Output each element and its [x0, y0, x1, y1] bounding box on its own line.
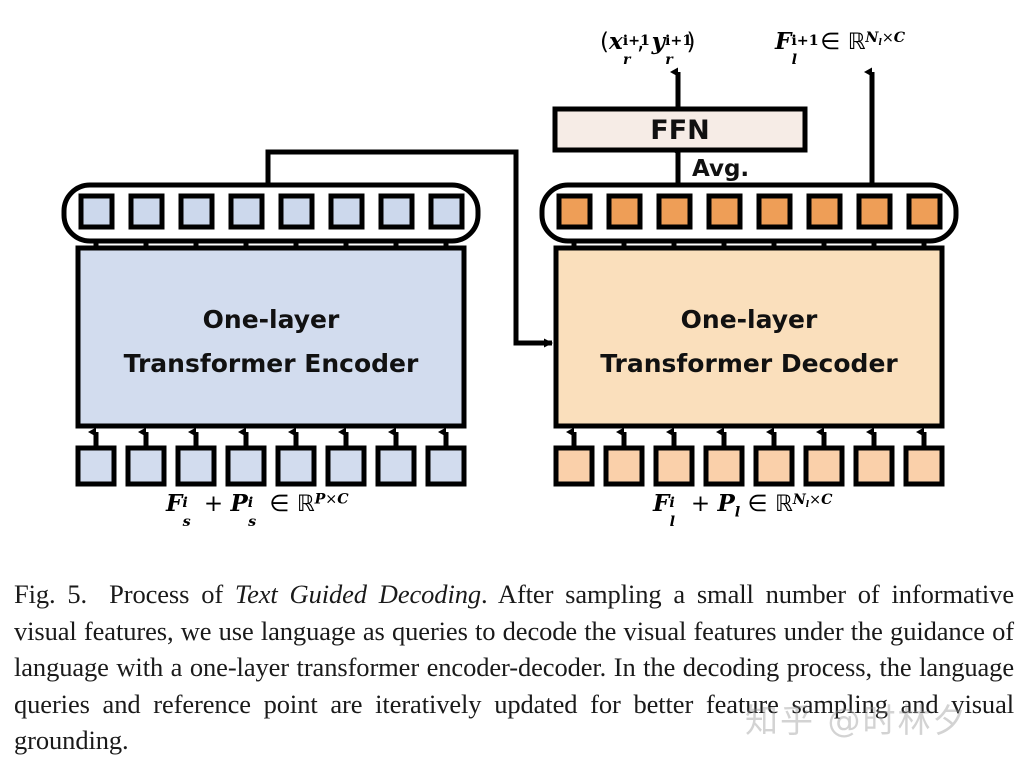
caption-figure-number: Fig. 5. [14, 579, 88, 609]
encoder-input-arrows [88, 427, 449, 448]
caption-emphasis: Text Guided Decoding [234, 579, 482, 609]
architecture-diagram: One-layer Transformer Encoder [61, 67, 959, 487]
avg-label: Avg. [692, 156, 749, 182]
figure-caption: Fig. 5. Process of Text Guided Decoding. … [14, 576, 1014, 759]
caption-segment-1: Process of [109, 579, 235, 609]
decoder-output-token-row [556, 193, 943, 230]
encoder-title-line2: Transformer Encoder [124, 349, 419, 378]
encoder-block [75, 245, 467, 429]
encoder-output-container [61, 182, 481, 244]
ffn-label: FFN [650, 115, 709, 146]
decoder-title-line1: One-layer [681, 305, 818, 334]
encoder-input-token-row [75, 445, 467, 487]
decoder-output-container [539, 182, 959, 244]
decoder-title-line2: Transformer Decoder [600, 349, 898, 378]
encoder-title-line1: One-layer [203, 305, 340, 334]
encoder-output-token-row [78, 193, 465, 230]
decoder-input-arrows [566, 427, 927, 448]
decoder-block [553, 245, 945, 429]
caption-segment-2: . After sampling a small number of infor… [14, 579, 1015, 755]
encoder-to-decoder-memory-link [265, 149, 553, 348]
ffn-block [552, 106, 808, 153]
decoder-input-token-row [553, 445, 945, 487]
